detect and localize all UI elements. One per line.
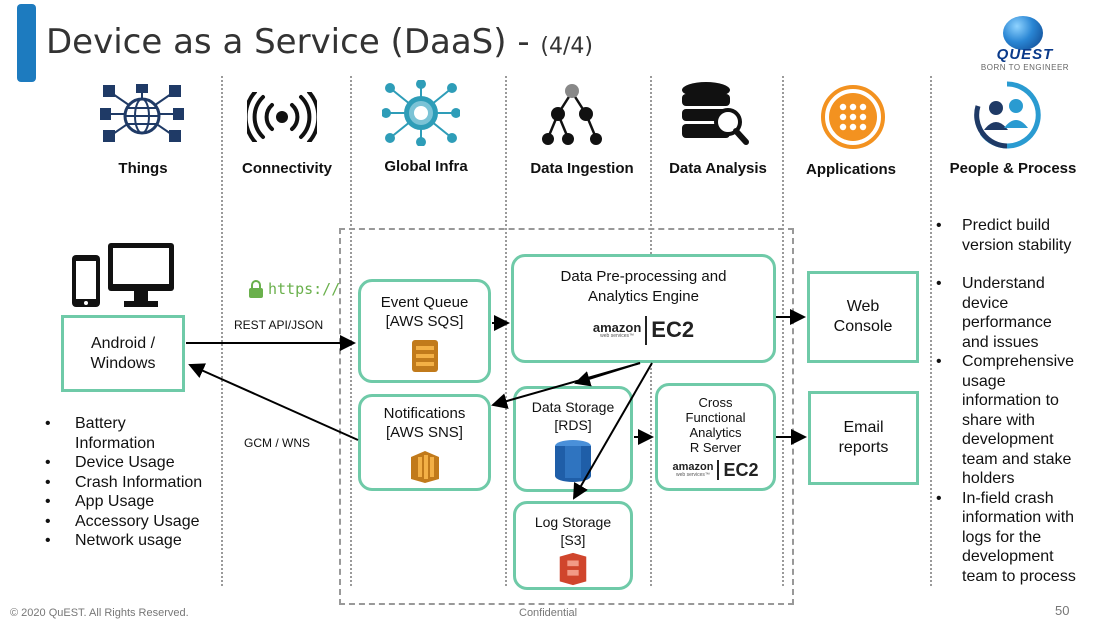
logo-tagline: BORN TO ENGINEER (980, 63, 1070, 72)
gear-network-icon (382, 80, 460, 146)
aws-sns-icon (410, 450, 439, 483)
event-queue-box: Event Queue [AWS SQS] (358, 279, 491, 383)
log-storage-label: Log Storage [S3] (534, 514, 612, 548)
amazon-wordmark-small: amazon web services™ (673, 462, 714, 478)
title-text: Device as a Service (DaaS) - (46, 22, 541, 62)
android-windows-box: Android / Windows (61, 315, 185, 392)
column-label-people-process: People & Process (949, 160, 1077, 177)
amazon-text: amazon (592, 320, 642, 336)
https-badge: https:// (248, 280, 340, 298)
list-item: In-field crash information with logs for… (936, 489, 1106, 587)
network-globe-icon (100, 84, 184, 142)
column-divider (782, 76, 784, 586)
people-cycle-icon (974, 81, 1041, 149)
data-storage-box: Data Storage [RDS] (513, 386, 633, 492)
wireless-signal-icon (247, 92, 317, 142)
event-queue-label: Event Queue [AWS SQS] (380, 294, 469, 330)
aws-cloud-boundary (339, 228, 794, 605)
confidential-footer: Confidential (519, 607, 578, 619)
data-storage-label: Data Storage [RDS] (531, 399, 615, 433)
aws-sqs-icon (411, 339, 438, 372)
column-label-data-analysis: Data Analysis (669, 160, 767, 177)
ec2-text-small: EC2 (717, 459, 758, 481)
hierarchy-tree-icon (542, 84, 602, 145)
column-divider (221, 76, 223, 586)
title-suffix: (4/4) (540, 34, 593, 59)
arrow-engine-to-data-storage (574, 362, 641, 387)
logo-text: QUEST (996, 46, 1054, 63)
aws-s3-icon (559, 552, 587, 586)
list-item: Understand device performance and issues (936, 274, 1106, 352)
notifications-box: Notifications [AWS SNS] (358, 394, 491, 491)
aws-rds-icon (555, 440, 591, 482)
list-item: Predict build version stability (936, 216, 1106, 255)
notifications-label: Notifications [AWS SNS] (383, 405, 466, 441)
column-divider (350, 76, 352, 586)
database-search-icon (682, 82, 749, 145)
list-item: Comprehensive usage information to share… (936, 352, 1106, 489)
rest-api-label: REST API/JSON (234, 318, 324, 332)
arrow-notifications-to-device (188, 363, 359, 441)
amazon-wordmark: amazon web services™ (593, 321, 641, 339)
column-label-data-ingestion: Data Ingestion (530, 160, 634, 177)
gcm-wns-label: GCM / WNS (244, 436, 310, 450)
ec2-text: EC2 (645, 316, 694, 345)
globe-logo-icon (1003, 16, 1043, 50)
analytics-engine-label: Data Pre-processing and Analytics Engine (560, 268, 727, 305)
amazon-ec2-logo-small: amazon web services™ EC2 (673, 459, 758, 481)
things-bullet-list: Battery Information Device Usage Crash I… (45, 414, 225, 551)
column-label-connectivity: Connectivity (241, 160, 332, 177)
web-console-box: Web Console (807, 271, 919, 363)
webservices-text-small: web services™ (676, 472, 710, 479)
https-label: https:// (268, 280, 341, 298)
copyright-footer: © 2020 QuEST. All Rights Reserved. (10, 607, 189, 619)
title-accent-bar (17, 4, 36, 82)
amazon-ec2-logo: amazon web services™ EC2 (593, 316, 694, 345)
quest-logo: QUEST BORN TO ENGINEER (975, 16, 1075, 72)
page-title: Device as a Service (DaaS) - (4/4) (46, 22, 593, 62)
app-grid-icon (821, 85, 885, 149)
list-item: Battery Information (45, 414, 225, 453)
log-storage-box: Log Storage [S3] (513, 501, 633, 590)
column-label-applications: Applications (805, 161, 896, 178)
analytics-engine-box: Data Pre-processing and Analytics Engine… (511, 254, 776, 363)
lock-icon (249, 280, 263, 298)
list-item: App Usage (45, 492, 225, 512)
list-item: Accessory Usage (45, 512, 225, 532)
people-process-bullet-list: Predict build version stability Understa… (936, 216, 1106, 586)
email-reports-box: Email reports (808, 391, 919, 485)
list-item: Network usage (45, 531, 225, 551)
amazon-text-small: amazon (672, 461, 714, 474)
cross-functional-analytics-box: Cross Functional Analytics R Server amaz… (655, 383, 776, 491)
webservices-text: web services™ (600, 333, 635, 340)
list-item: Device Usage (45, 453, 225, 473)
list-item: Crash Information (45, 473, 225, 493)
devices-icon (72, 243, 174, 307)
page-number: 50 (1055, 603, 1070, 618)
column-divider (505, 76, 507, 586)
column-divider (930, 76, 932, 586)
cross-functional-label: Cross Functional Analytics R Server (685, 395, 746, 455)
column-label-things: Things (118, 160, 168, 177)
arrow-engine-to-log-storage (572, 362, 653, 500)
column-label-global-infra: Global Infra (384, 158, 468, 175)
